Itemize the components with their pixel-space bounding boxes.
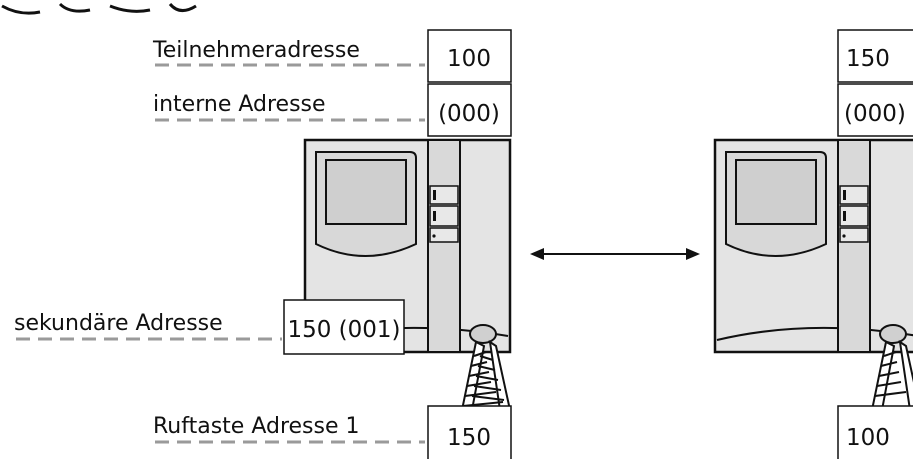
call-button-address-value: 150 — [447, 425, 491, 451]
screen — [735, 159, 817, 225]
button-3 — [839, 227, 869, 243]
secondary-address-label: sekundäre Adresse — [14, 311, 223, 336]
button-1 — [429, 185, 459, 205]
screen — [325, 159, 407, 225]
subscriber-address-value: 150 — [846, 46, 890, 72]
left-intercom-monitor — [303, 138, 512, 411]
value-box — [837, 83, 913, 137]
subscriber-address-label: Teilnehmeradresse — [152, 38, 360, 63]
value-box — [427, 405, 512, 459]
left-secondary-address: sekundäre Adresse 150 (001) — [14, 299, 405, 355]
subscriber-address-value: 100 — [447, 46, 491, 72]
call-button-address-value: 100 — [846, 425, 890, 451]
internal-address-value: (000) — [844, 101, 906, 127]
cable-connector — [469, 324, 497, 344]
left-internal-address: interne Adresse (000) — [153, 83, 512, 137]
internal-address-value: (000) — [438, 101, 500, 127]
value-box — [283, 299, 405, 355]
internal-address-label: interne Adresse — [153, 92, 326, 117]
right-internal-address: (000) — [837, 83, 913, 137]
secondary-address-value: 150 (001) — [287, 317, 400, 343]
button-1 — [839, 185, 869, 205]
call-button-address-label: Ruftaste Adresse 1 — [153, 414, 360, 439]
right-intercom-monitor — [713, 138, 913, 411]
button-3 — [429, 227, 459, 243]
side-panel — [427, 139, 461, 353]
value-box — [837, 405, 913, 459]
right-call-button-address: 100 — [837, 405, 913, 459]
value-box — [427, 29, 512, 83]
button-2 — [839, 205, 869, 227]
coiled-cable — [460, 339, 512, 411]
double-arrow — [530, 248, 700, 260]
cable-connector — [879, 324, 907, 344]
right-subscriber-address: 150 — [837, 29, 913, 83]
side-panel — [837, 139, 871, 353]
cropped-top-text-fragment — [1, 2, 197, 15]
value-box — [837, 29, 913, 83]
button-2 — [429, 205, 459, 227]
left-subscriber-address: Teilnehmeradresse 100 — [152, 29, 512, 83]
left-call-button-address: Ruftaste Adresse 1 150 — [153, 405, 512, 459]
value-box — [427, 83, 512, 137]
